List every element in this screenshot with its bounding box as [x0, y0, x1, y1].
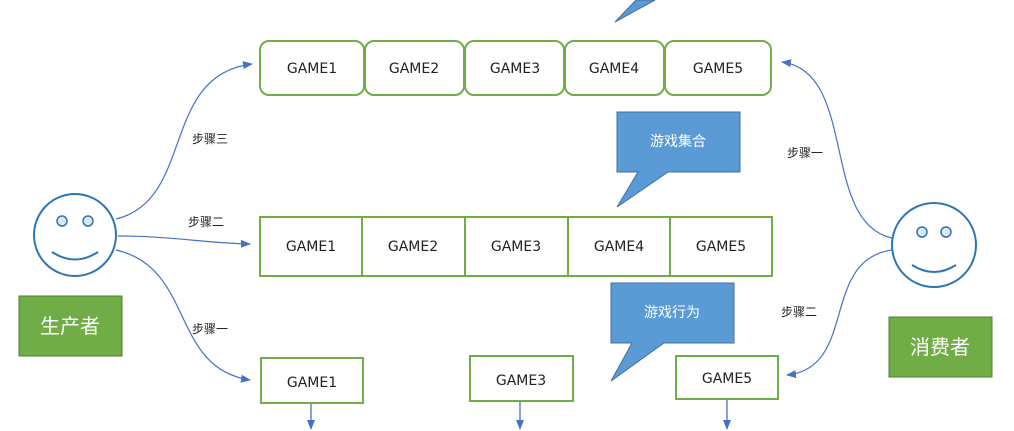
- producer-role-label: 生产者: [40, 314, 100, 338]
- middle-row-label-4: GAME4: [594, 239, 644, 255]
- top-row-label-2: GAME2: [389, 61, 439, 77]
- top-row-box-5: [664, 40, 772, 96]
- top-row-label-4: GAME4: [589, 61, 639, 77]
- consumer-role-box: 消费者: [888, 316, 993, 378]
- consumer-step1-label: 步骤一: [787, 146, 823, 160]
- bottom-row-box-1: [260, 357, 364, 404]
- top-row-label-5: GAME5: [693, 61, 743, 77]
- consumer-smiley-icon: [891, 202, 977, 288]
- middle-row-label-1: GAME1: [286, 239, 336, 255]
- consumer-role-label: 消费者: [910, 335, 970, 359]
- producer-step1-label: 步骤一: [192, 322, 228, 336]
- producer-step1-arrow: [115, 249, 251, 383]
- game-set-bubble-text: 游戏集合: [650, 133, 706, 150]
- top-bubble-tail-fragment: [614, 0, 656, 23]
- bottom-row-box-3: [675, 355, 779, 400]
- consumer-step1-arrow: [781, 59, 893, 239]
- middle-row-label-2: GAME2: [388, 239, 438, 255]
- game-action-bubble: 游戏行为: [610, 282, 735, 382]
- bottom-row-label-3: GAME5: [702, 371, 752, 387]
- game-action-bubble-text: 游戏行为: [644, 305, 700, 321]
- middle-row: GAME1 GAME2 GAME3 GAME4 GAME5: [259, 216, 773, 277]
- producer-step2-label: 步骤二: [188, 215, 224, 229]
- producer-step2-arrow: [117, 235, 251, 248]
- producer-smiley-icon: [33, 193, 117, 277]
- middle-row-label-5: GAME5: [696, 239, 746, 255]
- consumer-step2-arrow: [786, 249, 893, 379]
- bottom-row-box-2: [469, 355, 574, 402]
- consumer-step2-label: 步骤二: [781, 305, 817, 319]
- game-set-bubble: 游戏集合: [616, 111, 741, 208]
- middle-row-label-3: GAME3: [491, 239, 541, 255]
- top-row-label-3: GAME3: [490, 61, 540, 77]
- top-row: GAME1 GAME2 GAME3 GAME4 GAME5: [259, 40, 772, 96]
- bottom-row-label-2: GAME3: [496, 373, 546, 389]
- producer-step3-arrow: [115, 61, 253, 220]
- producer-step3-label: 步骤三: [192, 132, 228, 146]
- bottom-row: GAME1 GAME3 GAME5: [260, 355, 779, 404]
- middle-row-frame: [259, 216, 773, 277]
- top-row-label-1: GAME1: [287, 61, 337, 77]
- bottom-row-label-1: GAME1: [287, 375, 337, 391]
- producer-role-box: 生产者: [18, 295, 123, 357]
